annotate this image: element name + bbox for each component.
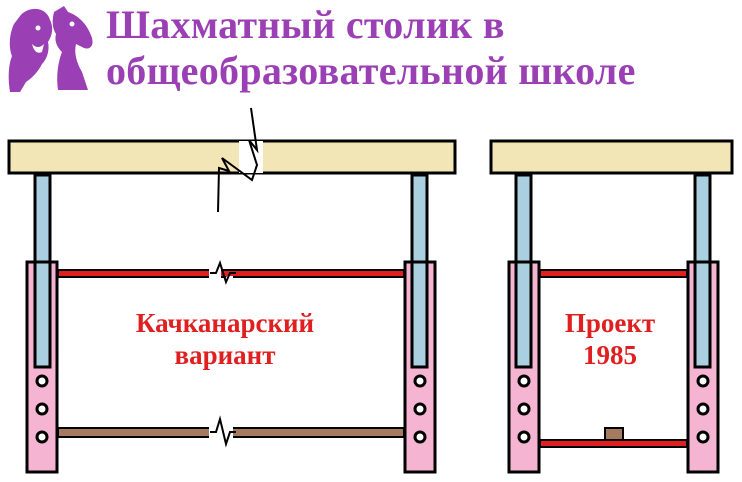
- left-table-holes: [35, 374, 427, 444]
- knight-logo-icon: [2, 2, 100, 94]
- page-title: Шахматный столик в общеобразовательной ш…: [106, 2, 742, 94]
- title-line-1: Шахматный столик в: [106, 2, 505, 47]
- right-table-upper-rail: [539, 269, 688, 278]
- title-line-2: общеобразовательной школе: [106, 48, 636, 93]
- right-table-holes: [517, 374, 710, 444]
- right-table-label-line-2: 1985: [583, 340, 637, 370]
- right-table-label-line-1: Проект: [564, 308, 656, 338]
- right-table: [489, 139, 734, 474]
- left-table-label-line-1: Качканарский: [135, 308, 315, 338]
- right-table-rail-block: [604, 427, 624, 441]
- left-table-label: Качканарский вариант: [90, 307, 360, 371]
- right-table-lower-rail: [539, 439, 688, 448]
- right-table-label: Проект 1985: [548, 307, 672, 371]
- left-table: [7, 107, 457, 474]
- left-table-label-line-2: вариант: [174, 340, 276, 370]
- right-tabletop: [489, 139, 734, 175]
- left-tabletop: [7, 139, 457, 175]
